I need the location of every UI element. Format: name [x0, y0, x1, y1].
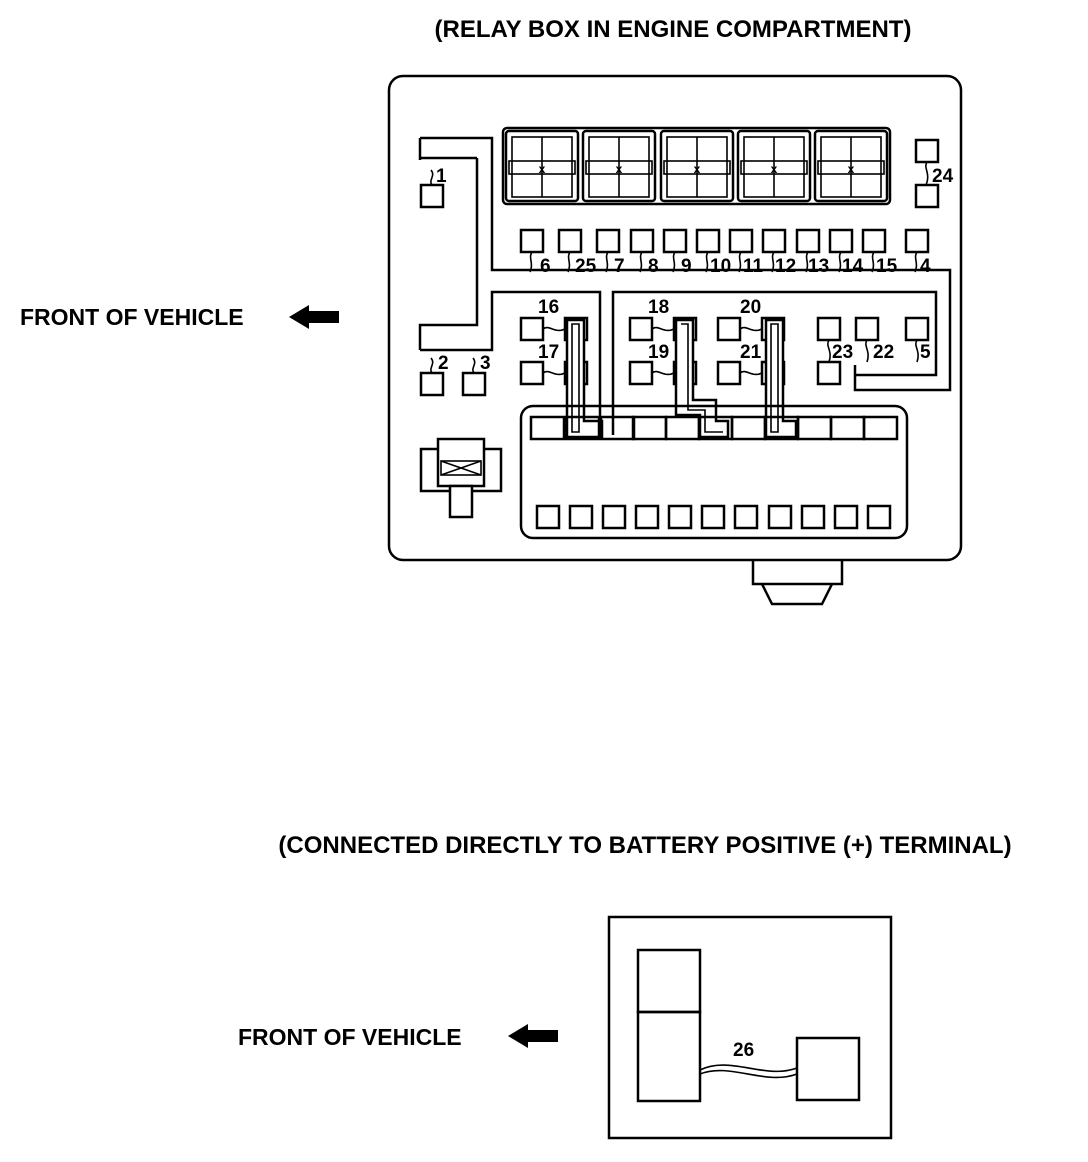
svg-text:13: 13 — [808, 256, 829, 277]
relay-box — [387, 74, 963, 606]
relay-3: x — [659, 129, 735, 203]
fuse-row: 6 25 7 8 9 10 11 12 13 14 15 4 — [519, 228, 931, 277]
svg-text:12: 12 — [775, 256, 796, 277]
fuse-7: 7 — [595, 228, 625, 277]
fuse-label: 2 — [438, 353, 449, 374]
front-of-vehicle-label-bottom: FRONT OF VEHICLE — [238, 1024, 462, 1050]
fuse-9: 9 — [662, 228, 692, 277]
svg-text:x: x — [771, 162, 778, 176]
relay-5: x — [813, 129, 889, 203]
fuse-label: 24 — [932, 166, 954, 187]
svg-text:25: 25 — [575, 256, 597, 277]
battery-terminal-title: (CONNECTED DIRECTLY TO BATTERY POSITIVE … — [278, 832, 1011, 859]
bus-lines — [418, 136, 952, 435]
fuse-5: 5 — [904, 316, 931, 363]
relay-box-title: (RELAY BOX IN ENGINE COMPARTMENT) — [435, 16, 912, 43]
svg-text:10: 10 — [710, 256, 731, 277]
svg-text:21: 21 — [740, 342, 762, 363]
fuse-10: 10 — [695, 228, 731, 277]
svg-text:15: 15 — [876, 256, 898, 277]
fuse-8: 8 — [629, 228, 659, 277]
fuse-label: 3 — [480, 353, 491, 374]
fuse-row-right: 23 22 5 — [816, 316, 931, 386]
fuse-23: 23 — [816, 316, 853, 386]
svg-text:19: 19 — [648, 342, 669, 363]
fuse-12: 12 — [761, 228, 796, 277]
svg-text:7: 7 — [614, 256, 625, 277]
relay-2: x — [581, 129, 657, 203]
connector-block — [519, 404, 909, 540]
diode-connector — [419, 437, 503, 519]
svg-text:x: x — [694, 162, 701, 176]
fuse-1: 1 — [419, 166, 447, 209]
front-of-vehicle-label-top: FRONT OF VEHICLE — [20, 304, 244, 330]
fuse-6: 6 — [519, 228, 551, 277]
svg-text:x: x — [848, 162, 855, 176]
svg-text:14: 14 — [842, 256, 864, 277]
battery-terminal-box: 26 — [607, 915, 893, 1140]
svg-text:9: 9 — [681, 256, 692, 277]
svg-text:6: 6 — [540, 256, 551, 277]
svg-text:4: 4 — [920, 256, 931, 277]
fuse-11: 11 — [728, 228, 764, 277]
fusible-link-26-label: 26 — [733, 1040, 754, 1061]
fuse-label: 1 — [436, 166, 447, 187]
fuse-22: 22 — [854, 316, 894, 363]
fuse-15: 15 — [861, 228, 898, 277]
fuse-25: 25 — [557, 228, 597, 277]
svg-text:16: 16 — [538, 297, 559, 318]
svg-text:17: 17 — [538, 342, 559, 363]
relay-1: x — [504, 129, 580, 203]
fuse-pairs: 16 17 18 19 20 — [519, 297, 786, 386]
svg-text:5: 5 — [920, 342, 931, 363]
svg-text:18: 18 — [648, 297, 669, 318]
svg-text:x: x — [616, 162, 623, 176]
svg-text:11: 11 — [743, 256, 764, 277]
svg-text:23: 23 — [832, 342, 853, 363]
fuse-24: 24 — [914, 138, 954, 209]
front-arrow-icon-top — [289, 305, 339, 329]
svg-text:8: 8 — [648, 256, 659, 277]
svg-text:22: 22 — [873, 342, 894, 363]
fuse-2: 2 — [419, 353, 449, 397]
fuse-3: 3 — [461, 353, 491, 397]
svg-text:20: 20 — [740, 297, 761, 318]
front-arrow-icon-bottom — [508, 1024, 558, 1048]
relay-4: x — [736, 129, 812, 203]
svg-text:x: x — [539, 162, 546, 176]
fuse-14: 14 — [828, 228, 864, 277]
relay-group: x x x x x — [501, 126, 892, 206]
fuse-13: 13 — [795, 228, 829, 277]
fuse-4: 4 — [904, 228, 931, 277]
